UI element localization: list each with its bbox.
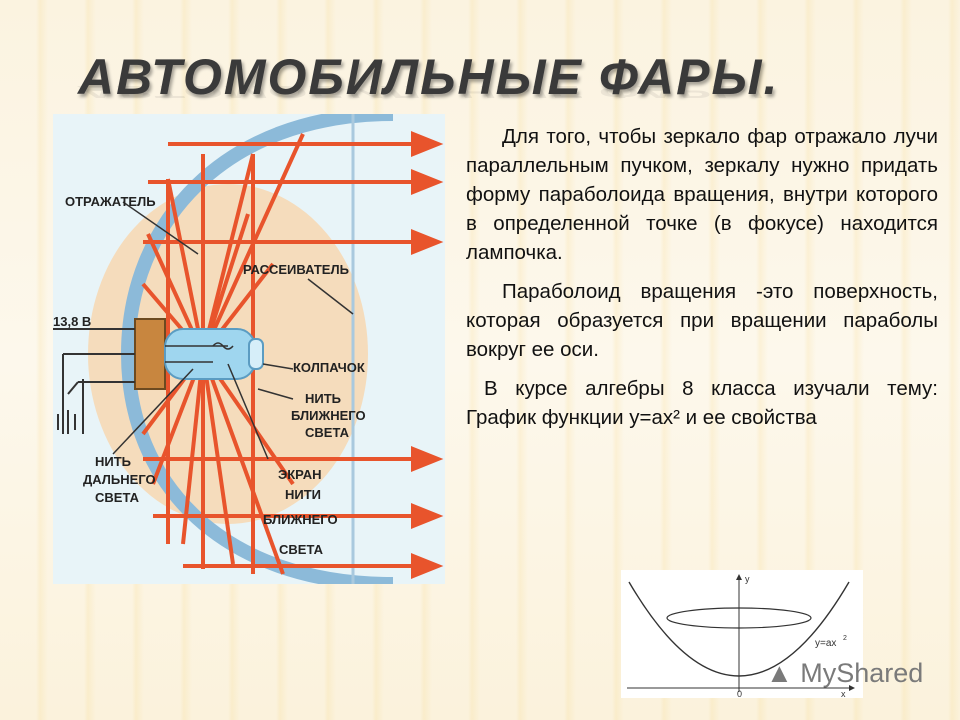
label-voltage: 13,8 В <box>53 314 91 329</box>
lamp-base <box>134 318 166 390</box>
parabola-curve <box>628 581 850 677</box>
wiring <box>53 328 135 434</box>
watermark-text: MyShared <box>800 658 924 688</box>
lamp-filaments <box>165 342 234 363</box>
headlight-diagram: ОТРАЖАТЕЛЬ РАССЕИВАТЕЛЬ 13,8 В КОЛПАЧОК … <box>53 107 445 591</box>
y-axis-label: y <box>745 574 750 584</box>
headlight-diagram-svg: ОТРАЖАТЕЛЬ РАССЕИВАТЕЛЬ 13,8 В КОЛПАЧОК … <box>53 107 444 591</box>
label-low-beam-2: БЛИЖНЕГО <box>291 408 366 423</box>
label-reflector: ОТРАЖАТЕЛЬ <box>65 194 156 209</box>
parallel-beam-arrows <box>143 131 444 579</box>
watermark-logo: ▲ MyShared <box>766 658 923 689</box>
rotation-ellipse <box>666 607 812 629</box>
x-axis-arrow <box>849 685 855 691</box>
watermark-icon: ▲ <box>766 658 793 688</box>
label-cap: КОЛПАЧОК <box>293 360 365 375</box>
paragraph-1: Для того, чтобы зеркало фар отражало луч… <box>466 125 938 264</box>
parabola-graph-svg: y x 0 y=ax 2 <box>627 574 855 699</box>
x-axis-label: x <box>841 689 846 698</box>
lamp-cap <box>248 338 264 370</box>
label-high-beam-2: ДАЛЬНЕГО <box>83 472 156 487</box>
label-high-beam-1: НИТЬ <box>95 454 131 469</box>
y-axis-arrow <box>736 574 742 580</box>
lamp-bulb <box>164 328 256 380</box>
formula-label: y=ax <box>815 638 836 649</box>
label-diffuser: РАССЕИВАТЕЛЬ <box>243 262 349 277</box>
origin-label: 0 <box>737 689 742 698</box>
parabola-graph: y x 0 y=ax 2 <box>621 570 863 699</box>
label-low-beam-1: НИТЬ <box>305 391 341 406</box>
label-screen-4: СВЕТА <box>279 542 324 557</box>
paragraph-2: Параболоид вращения -это поверхность, ко… <box>466 280 938 361</box>
label-screen-3: БЛИЖНЕГО <box>263 512 338 527</box>
label-low-beam-3: СВЕТА <box>305 425 350 440</box>
slide-title: АВТОМОБИЛЬНЫЕ ФАРЫ. <box>78 49 780 105</box>
label-high-beam-3: СВЕТА <box>95 490 140 505</box>
formula-exponent: 2 <box>843 635 847 642</box>
explanation-text: Для того, чтобы зеркало фар отражало луч… <box>466 122 938 442</box>
label-screen-2: НИТИ <box>285 487 321 502</box>
paragraph-3: В курсе алгебры 8 класса изучали тему: Г… <box>466 377 938 429</box>
label-screen-1: ЭКРАН <box>278 467 322 482</box>
callout-lines <box>112 201 354 460</box>
